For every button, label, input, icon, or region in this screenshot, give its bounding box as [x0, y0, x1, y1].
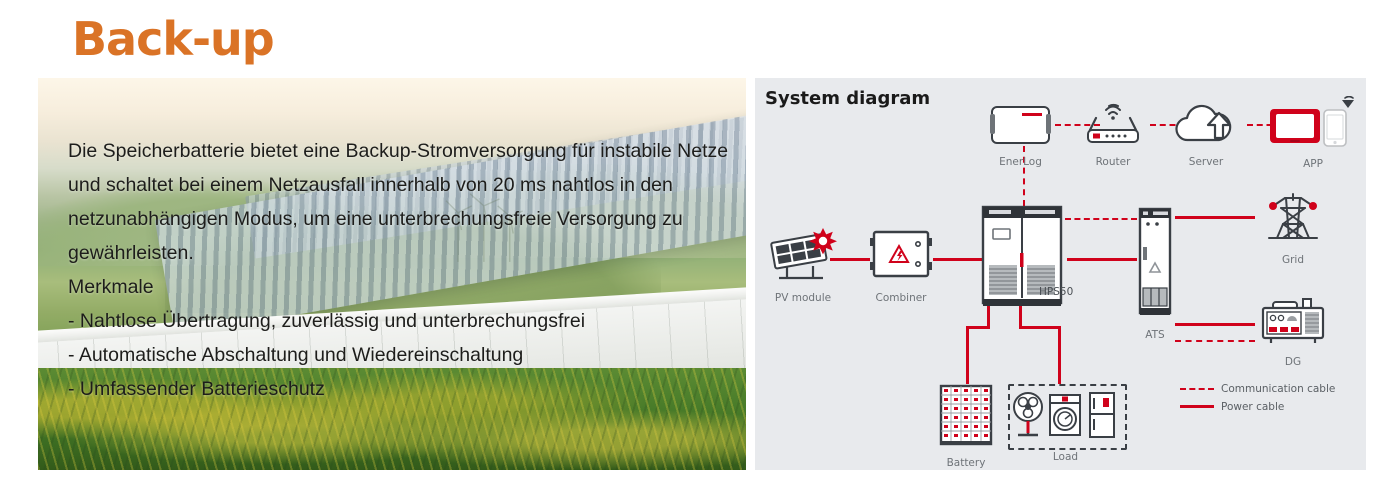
power-wire-pv-combiner — [830, 258, 870, 261]
feature-item: - Nahtlose Übertragung, zuverlässig und … — [68, 310, 586, 332]
load-appliances-icon — [1013, 392, 1115, 438]
cloud-upload-icon — [1175, 104, 1232, 142]
features-list: - Nahtlose Übertragung, zuverlässig und … — [68, 304, 732, 406]
app-devices-icon — [1270, 95, 1354, 147]
diesel-generator-icon — [1261, 298, 1325, 343]
combiner-box-icon — [870, 230, 932, 278]
left-photo-panel: Die Speicherbatterie bietet eine Backup-… — [38, 78, 746, 470]
node-label: Router — [1095, 156, 1131, 168]
node-label: Combiner — [875, 292, 927, 304]
router-icon — [1087, 103, 1139, 143]
refrigerator-icon — [1089, 392, 1115, 438]
node-dg[interactable]: DG — [1257, 296, 1329, 368]
load-group-box — [1008, 384, 1127, 450]
sun-burst-icon — [809, 228, 837, 255]
node-label: DG — [1284, 356, 1302, 368]
node-ats[interactable]: ATS — [1131, 203, 1179, 341]
power-wire-load-drop — [1058, 326, 1061, 384]
node-battery[interactable]: Battery — [935, 383, 997, 469]
hps50-cabinet-icon — [981, 205, 1063, 306]
node-hps50[interactable]: HPS50 — [977, 203, 1073, 313]
power-wire-battery-drop — [966, 326, 969, 384]
solid-line-swatch — [1180, 402, 1214, 412]
comm-wire-ats-dg — [1175, 340, 1255, 342]
system-diagram-panel: System diagram — [755, 78, 1366, 470]
diagram-title: System diagram — [765, 88, 931, 109]
comm-wire-router-server — [1150, 124, 1195, 126]
pv-module-icon — [770, 228, 837, 280]
legend-label: Communication cable — [1221, 383, 1336, 395]
node-label: ATS — [1145, 329, 1165, 341]
node-pv-module[interactable]: PV module — [765, 226, 841, 304]
left-text-block: Die Speicherbatterie bietet eine Backup-… — [68, 134, 732, 406]
comm-wire-enerlog-hps50 — [1023, 146, 1025, 206]
feature-item: - Automatische Abschaltung und Wiederein… — [68, 344, 524, 366]
washing-machine-icon — [1049, 394, 1081, 436]
feature-item: - Umfassender Batterieschutz — [68, 378, 325, 400]
power-wire-ats-grid — [1175, 216, 1255, 219]
description-paragraph: Die Speicherbatterie bietet eine Backup-… — [68, 140, 729, 264]
node-grid[interactable]: Grid — [1257, 190, 1329, 266]
comm-wire-enerlog-router — [1055, 124, 1100, 126]
legend-item-power: Power cable — [1180, 401, 1335, 413]
grid-pylon-icon — [1268, 193, 1318, 239]
node-load[interactable]: Load — [1008, 384, 1123, 463]
power-wire-hps50-down-right — [1019, 306, 1022, 328]
wildflower-meadow — [38, 368, 746, 470]
power-wire-bend-left — [966, 326, 990, 329]
power-wire-bend-right — [1019, 326, 1061, 329]
node-server[interactable]: Server — [1165, 102, 1247, 168]
comm-wire-server-app — [1247, 124, 1292, 126]
node-app[interactable]: APP — [1267, 95, 1359, 170]
power-wire-combiner-hps50 — [933, 258, 983, 261]
legend-label: Power cable — [1221, 401, 1285, 413]
node-label: EnerLog — [999, 156, 1042, 168]
node-label: Battery — [946, 457, 986, 469]
battery-rack-icon — [939, 384, 993, 446]
node-label: APP — [1303, 158, 1323, 170]
node-label: Load — [1052, 451, 1079, 463]
node-label: Grid — [1281, 254, 1305, 266]
node-label: Server — [1188, 156, 1224, 168]
power-wire-ats-dg — [1175, 323, 1255, 326]
power-wire-hps50-down-left — [987, 306, 990, 328]
features-heading: Merkmale — [68, 276, 154, 298]
node-enerlog[interactable]: EnerLog — [983, 104, 1058, 168]
wind-turbine-icon — [445, 193, 524, 262]
diagram-legend: Communication cable Power cable — [1180, 383, 1335, 419]
comm-wire-hps50-ats — [1065, 218, 1137, 220]
node-label: HPS50 — [1039, 286, 1074, 298]
node-combiner[interactable]: Combiner — [865, 226, 937, 304]
background-photo-solar-farm — [38, 78, 746, 470]
ats-cabinet-icon — [1138, 207, 1172, 315]
legend-item-communication: Communication cable — [1180, 383, 1335, 395]
fan-icon — [1013, 392, 1043, 437]
page-title: Back-up — [72, 12, 275, 66]
node-router[interactable]: Router — [1075, 100, 1151, 168]
node-label: PV module — [774, 292, 832, 304]
power-wire-hps50-ats — [1067, 258, 1137, 261]
enerlog-device-icon — [990, 106, 1051, 144]
dashed-line-swatch — [1180, 384, 1214, 394]
